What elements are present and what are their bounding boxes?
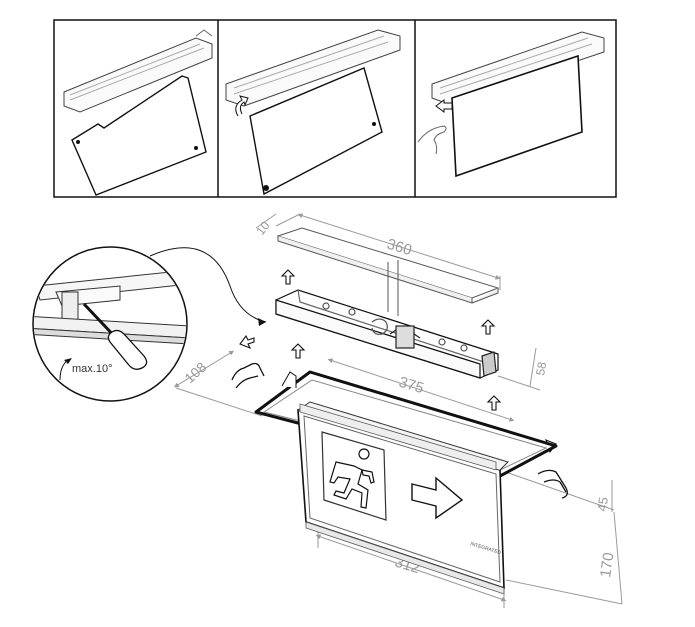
step-3-illustration [417,31,605,178]
dim-label-10: 10 [253,218,272,237]
dim-label-170: 170 [597,551,617,578]
arrow-right-icon [239,334,255,350]
mounting-housing [275,289,499,379]
steps-frame [53,19,617,198]
dim-line-10 [255,213,277,229]
arrow-up-icon [290,343,306,359]
running-man-icon [329,448,375,509]
arrow-up-icon [480,319,496,335]
dim-line-360 [297,213,501,280]
direction-arrows [239,269,557,454]
screwdriver-icon [107,329,148,370]
spring-clip-left [231,362,265,389]
push-arrow-icon [435,99,453,113]
rotate-arrow-icon [235,95,249,117]
dim-line-375 [327,358,515,422]
spring-clip-right [537,469,568,499]
max-angle-label: max.10° [72,363,112,375]
dim-line-170 [613,511,623,605]
running-man-box [321,431,387,521]
dim-label-45: 45 [594,496,611,512]
exit-arrow-icon [411,476,464,520]
dim-label-108: 108 [181,359,209,387]
arrow-up-icon [486,395,502,411]
hand-icon [417,125,447,155]
step-1-illustration [63,29,213,196]
dimension-lines [173,213,623,608]
step-2-illustration [225,29,401,196]
terminal-block [395,325,415,349]
top-cover-plate [276,227,500,316]
dim-line-58 [529,347,537,387]
dim-label-58: 58 [533,361,549,377]
arrow-up-icon [280,269,296,285]
spring-clips [231,362,568,499]
dim-line-312 [315,534,507,602]
dim-label-375: 375 [397,374,426,398]
dim-line-108 [173,350,235,388]
detail-callout: max.10° [32,246,267,402]
dim-label-360: 360 [385,236,414,260]
step-panels [53,19,617,198]
exit-sign-panel: INTEGRATED [297,401,509,595]
